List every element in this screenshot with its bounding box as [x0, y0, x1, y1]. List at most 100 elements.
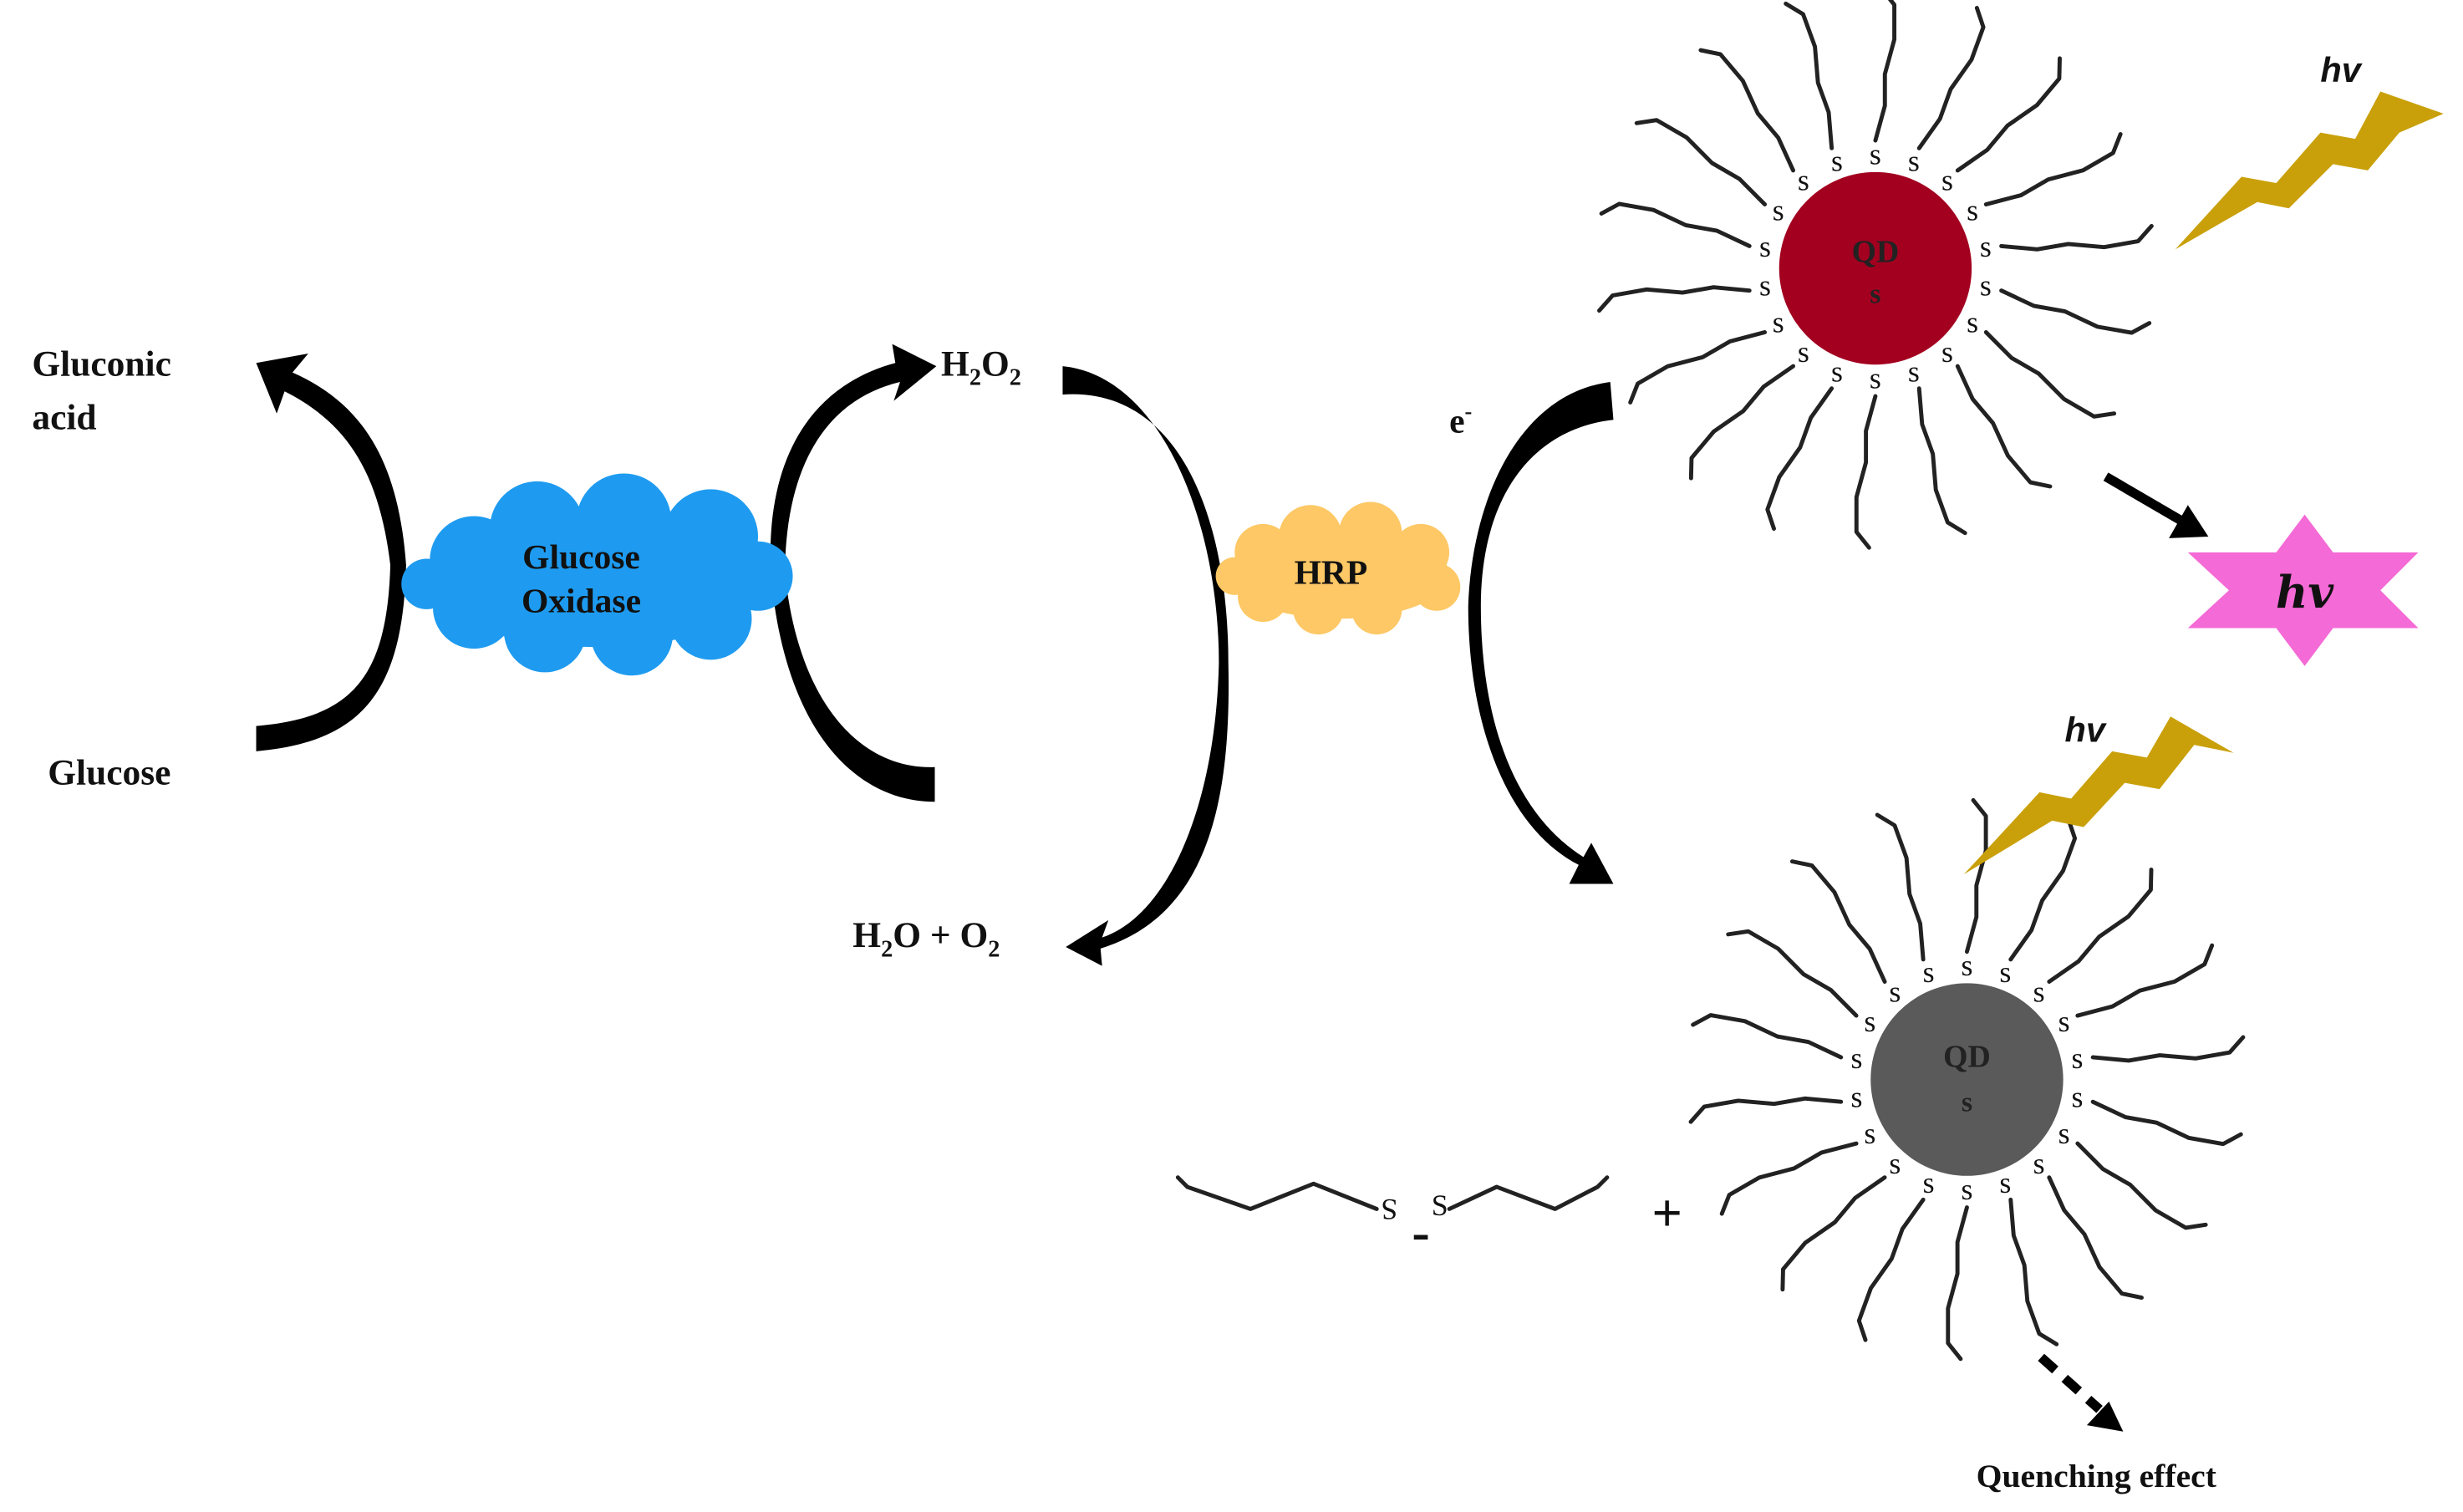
detached-ligand: S S: [1175, 1175, 1610, 1226]
ligand-chain: [1789, 859, 1887, 984]
ligand-chain: [1983, 132, 2123, 206]
ligand-chain: [2075, 1141, 2208, 1230]
glucose-oxidase-label-line2: Oxidase: [522, 582, 641, 620]
ligand-chain: [1999, 223, 2154, 252]
ligand-sulfur-atom: s: [1831, 145, 1843, 178]
ligand-chain: [1784, 1, 1835, 150]
glucose-label: Glucose: [48, 752, 170, 792]
ligand-sulfur-atom: s: [1908, 145, 1920, 178]
arrow-electron-transfer: [1468, 381, 1614, 884]
h2o2-label: H2O2: [941, 344, 1021, 390]
ligand-sulfur-atom: s: [1773, 305, 1784, 339]
ligand-chain: [1955, 56, 2062, 173]
ligand-sulfur-atom: s: [2071, 1041, 2083, 1075]
ligand-sulfur-atom: s: [1980, 269, 1992, 303]
arrow-glucose-to-gluconic: [256, 353, 406, 751]
ligand-chain: [1964, 797, 1988, 955]
ligand-sulfur-atom: s: [1923, 1166, 1935, 1199]
ligand-chain: [2008, 817, 2078, 962]
ligand-sulfur-atom: s: [1967, 193, 1978, 227]
ligand-chain: [1599, 201, 1752, 248]
ligand-sulfur-atom: s: [1889, 1147, 1901, 1180]
ligand-sulfur-atom: s: [2033, 1147, 2045, 1180]
ligand-chain: [2047, 868, 2154, 984]
hrp-cloud: [1215, 501, 1461, 635]
qd-quenched-particle: [1870, 983, 2064, 1176]
ligand-chain: [1726, 929, 1859, 1018]
ligand-chain: [1873, 0, 1897, 143]
ligand-chain: [1719, 1141, 1859, 1216]
ligand-sulfur-atom: s: [1850, 1041, 1862, 1075]
ligand-chain: [1688, 1096, 1844, 1124]
ligand-chain: [2090, 1099, 2243, 1147]
arrow-to-emission: [2103, 472, 2209, 538]
ligand-chain: [2008, 1197, 2059, 1347]
lightning-bolt-icon: [1963, 716, 2234, 875]
dashed-arrow: [2038, 1353, 2124, 1432]
ligand-chain: [2090, 1035, 2246, 1063]
ligand-sulfur-atom: s: [1870, 362, 1881, 395]
hrp-label: HRP: [1295, 553, 1368, 592]
ligand-sulfur-atom: s: [1999, 955, 2011, 989]
ligand-sulfur-atom: s: [1870, 137, 1881, 171]
gluconic-acid-label-line1: Gluconic: [32, 344, 170, 384]
ligand-sulfur-atom: s: [1759, 269, 1771, 303]
lightning-bolt-icon: [2175, 91, 2444, 250]
ligand-sulfur-atom: s: [1941, 335, 1953, 369]
ligand-chain: [1955, 364, 2053, 489]
glucose-oxidase-cloud: [401, 473, 793, 676]
ligand-chain: [2075, 943, 2215, 1018]
qd-top-label-line2: s: [1870, 279, 1880, 310]
arrow-h2o2-to-h2o: [1062, 366, 1229, 966]
ligand-sulfur-atom: s: [1980, 230, 1992, 263]
ligand-sulfur-atom: s: [1889, 975, 1901, 1008]
hv-emission-label: hv: [2276, 567, 2334, 619]
hv-bottom-label: hv: [2065, 710, 2107, 750]
h2o-o2-label: H2O + O2: [852, 915, 1000, 962]
ligand-sulfur-atom: s: [1850, 1080, 1862, 1113]
ligand-chain: [1856, 1197, 1926, 1342]
ligand-sulfur-atom: s: [1831, 354, 1843, 388]
ligand-sulfur-atom: s: [1798, 164, 1809, 197]
quenching-effect-label: Quenching effect: [1977, 1458, 2217, 1494]
svg-text:S: S: [1381, 1193, 1397, 1226]
ligand-sulfur-atom: s: [1961, 949, 1972, 982]
arrow-to-h2o2: [770, 344, 937, 802]
ligand-chain: [1983, 330, 2117, 419]
ligand-chain: [1875, 812, 1926, 962]
ligand-sulfur-atom: s: [1923, 955, 1935, 989]
electron-label: e-: [1449, 398, 1472, 440]
ligand-sulfur-atom: s: [2033, 975, 2045, 1008]
ligand-chain: [1597, 285, 1752, 313]
qd-active-particle: [1779, 171, 1972, 365]
glucose-oxidase-label-line1: Glucose: [522, 537, 640, 576]
gluconic-acid-label-line2: acid: [32, 398, 96, 438]
ligand-sulfur-atom: s: [1773, 193, 1784, 227]
ligand-chain: [1916, 386, 1967, 536]
qd-bottom-label-line2: s: [1962, 1087, 1972, 1117]
ligand-chain: [2047, 1175, 2144, 1301]
ligand-chain: [1688, 364, 1796, 481]
ligand-sulfur-atom: s: [2058, 1117, 2070, 1150]
ligand-chain: [1698, 48, 1796, 173]
ligand-sulfur-atom: s: [1999, 1166, 2011, 1199]
ligand-sulfur-atom: s: [1759, 230, 1771, 263]
ligand-sulfur-atom: s: [2071, 1080, 2083, 1113]
ligand-sulfur-atom: s: [1864, 1117, 1875, 1150]
ligand-chain: [1634, 118, 1768, 206]
minus-sign: -: [1412, 1203, 1429, 1262]
ligand-sulfur-atom: s: [1908, 354, 1920, 388]
ligand-sulfur-atom: s: [1967, 305, 1978, 339]
ligand-chain: [1780, 1175, 1887, 1292]
ligand-chain: [1999, 288, 2152, 335]
ligand-sulfur-atom: s: [1798, 335, 1809, 369]
ligand-chain: [1854, 394, 1878, 550]
ligand-chain: [1765, 386, 1835, 532]
hv-top-label: hv: [2320, 50, 2362, 89]
svg-text:S: S: [1432, 1189, 1448, 1222]
ligand-sulfur-atom: s: [1864, 1005, 1875, 1038]
ligand-sulfur-atom: s: [1961, 1173, 1972, 1206]
ligand-sulfur-atom: s: [2058, 1005, 2070, 1038]
